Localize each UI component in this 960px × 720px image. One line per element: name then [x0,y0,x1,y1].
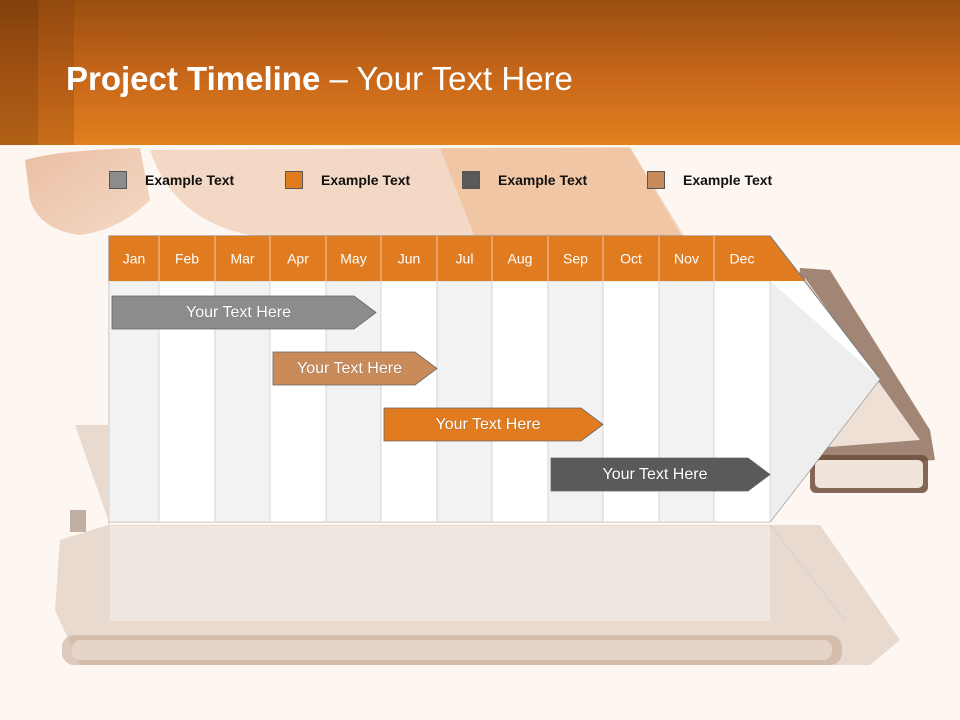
legend-swatch-dark-gray [462,171,480,189]
month-header-band [109,236,805,281]
task-arrow [383,407,604,442]
header-accent-band-2 [38,0,74,145]
timeline-arrow-tip [770,281,880,522]
month-label: Dec [730,251,755,267]
page-title-bold: Project Timeline [66,60,321,97]
task-arrow [272,351,438,386]
task-label: Your Text Here [602,465,708,483]
task-arrows [111,295,771,492]
legend-label: Example Text [683,172,773,188]
month-header-row: Jan Feb Mar Apr May Jun Jul Aug Sep Oct Nov Dec [109,235,806,282]
legend-label: Example Text [321,172,411,188]
legend-swatch-orange [285,171,303,189]
month-label: Sep [563,251,588,267]
header-accent-band [0,0,38,145]
legend-swatch-gray [109,171,127,189]
month-label: Jan [123,251,146,267]
month-label: Nov [674,251,699,267]
month-label: Aug [508,251,533,267]
legend-item: Example Text [647,170,772,190]
legend-item: Example Text [109,170,234,190]
legend-item: Example Text [285,170,410,190]
task-label: Your Text Here [186,303,291,321]
month-label: Apr [287,251,309,267]
page-title-separator: – [320,60,357,97]
task-arrow [550,457,771,492]
header-edge [769,235,806,282]
header-bar [0,0,960,145]
month-label: Jul [456,251,474,267]
legend-item: Example Text [462,170,587,190]
month-label: Feb [175,251,199,267]
month-column [436,280,493,523]
month-column [380,280,438,523]
task-arrow [111,295,377,330]
legend-label: Example Text [498,172,588,188]
legend-swatch-tan [647,171,665,189]
task-label: Your Text Here [297,359,402,377]
month-label: Oct [620,251,642,267]
page-title-rest: Your Text Here [356,60,573,97]
month-label: May [340,251,366,267]
task-label: Your Text Here [435,415,541,433]
month-label: Jun [398,251,421,267]
legend-label: Example Text [145,172,235,188]
month-label: Mar [230,251,254,267]
month-column [491,280,549,523]
page-title: Project Timeline – Your Text Here [66,60,573,98]
